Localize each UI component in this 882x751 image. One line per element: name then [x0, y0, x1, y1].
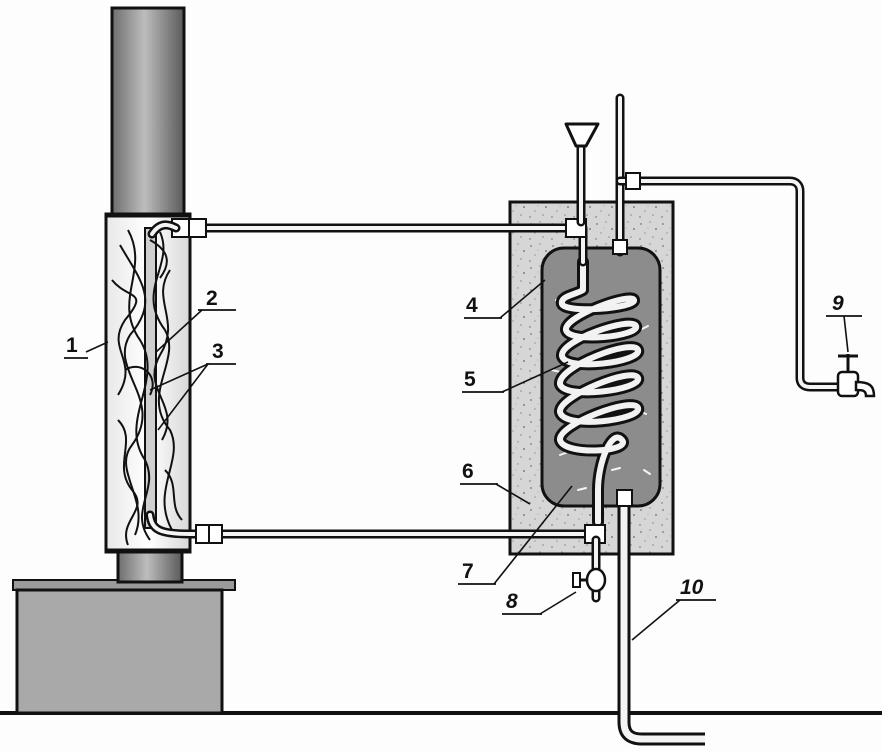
callout-10: 10	[631, 576, 716, 641]
cold-water-inlet-pipe	[616, 489, 705, 746]
callout-8: 8	[502, 590, 577, 615]
stove-base	[12, 579, 236, 715]
callout-2: 2	[155, 287, 236, 353]
label-7: 7	[462, 560, 474, 583]
callout-1: 1	[64, 334, 109, 359]
lower-connecting-pipe	[145, 510, 606, 544]
chimney-pipe	[110, 6, 186, 584]
filler-funnel	[564, 122, 600, 227]
callout-9: 9	[826, 292, 862, 353]
label-5: 5	[464, 368, 476, 391]
hot-water-outlet-pipe	[612, 93, 845, 392]
label-2: 2	[206, 287, 218, 310]
water-tap	[836, 354, 876, 398]
label-6: 6	[462, 460, 474, 483]
flame-ribbons	[111, 229, 183, 546]
label-8: 8	[506, 590, 518, 613]
coil-heat-exchanger	[554, 256, 644, 528]
upper-connecting-pipe	[147, 218, 588, 267]
callout-4: 4	[464, 279, 546, 319]
callout-6: 6	[460, 460, 531, 505]
callout-7: 7	[458, 485, 573, 585]
label-9: 9	[832, 292, 844, 315]
label-3: 3	[212, 340, 224, 363]
callout-3: 3	[149, 340, 236, 431]
drain-valve	[572, 535, 607, 603]
label-1: 1	[66, 334, 78, 357]
label-4: 4	[466, 294, 478, 317]
label-10: 10	[680, 576, 704, 599]
callout-5: 5	[462, 361, 569, 393]
heat-exchanger-sleeve	[104, 212, 192, 554]
